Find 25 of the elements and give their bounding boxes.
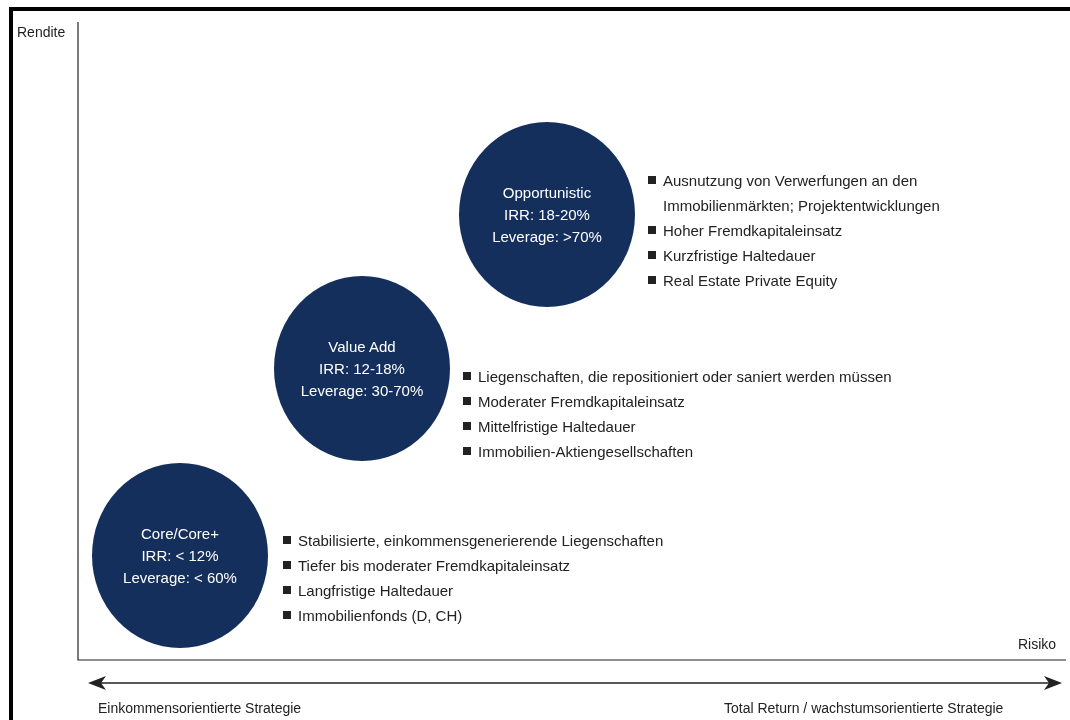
list-item-text: Ausnutzung von Verwerfungen an den Immobilienmärkten; Projektentwicklungen bbox=[663, 171, 941, 216]
circle-text: Leverage: < 60% bbox=[123, 567, 237, 588]
list-item-text: Liegenschaften, die repositioniert oder saniert werden müssen bbox=[478, 367, 892, 387]
circle-text: Core/Core+ bbox=[141, 523, 219, 544]
list-item-text: Hoher Fremdkapitaleinsatz bbox=[663, 221, 843, 241]
axis-label: Risiko bbox=[1018, 636, 1057, 652]
circle-text: Leverage: >70% bbox=[492, 226, 602, 247]
circle-text: IRR: < 12% bbox=[141, 545, 219, 566]
list-item-text: Kurzfristige Haltedauer bbox=[663, 246, 816, 266]
circle-text: IRR: 12-18% bbox=[319, 358, 405, 379]
list-item-text: Immobilien-Aktiengesellschaften bbox=[478, 442, 694, 462]
list-item-text: Tiefer bis moderater Fremdkapitaleinsatz bbox=[298, 556, 571, 576]
list-item-text: Langfristige Haltedauer bbox=[298, 581, 454, 601]
list-item-text: Immobilienfonds (D, CH) bbox=[298, 606, 463, 626]
circle-text: IRR: 18-20% bbox=[504, 204, 590, 225]
list-item-text: Real Estate Private Equity bbox=[663, 271, 838, 291]
strategy-label: Einkommensorientierte Strategie bbox=[98, 700, 302, 716]
list-item-text: Moderater Fremdkapitaleinsatz bbox=[478, 392, 685, 412]
circle-text: Opportunistic bbox=[502, 182, 592, 203]
list-item-text: Mittelfristige Haltedauer bbox=[478, 417, 636, 437]
list-item-text: Stabilisierte, einkommensgenerierende Liegenschaften bbox=[298, 531, 664, 551]
circle-text: Leverage: 30-70% bbox=[300, 380, 424, 401]
axis-label: Rendite bbox=[17, 24, 66, 40]
circle-text: Value Add bbox=[328, 336, 396, 357]
strategy-label: Total Return / wachstumsorientierte Strategie bbox=[724, 700, 1004, 716]
